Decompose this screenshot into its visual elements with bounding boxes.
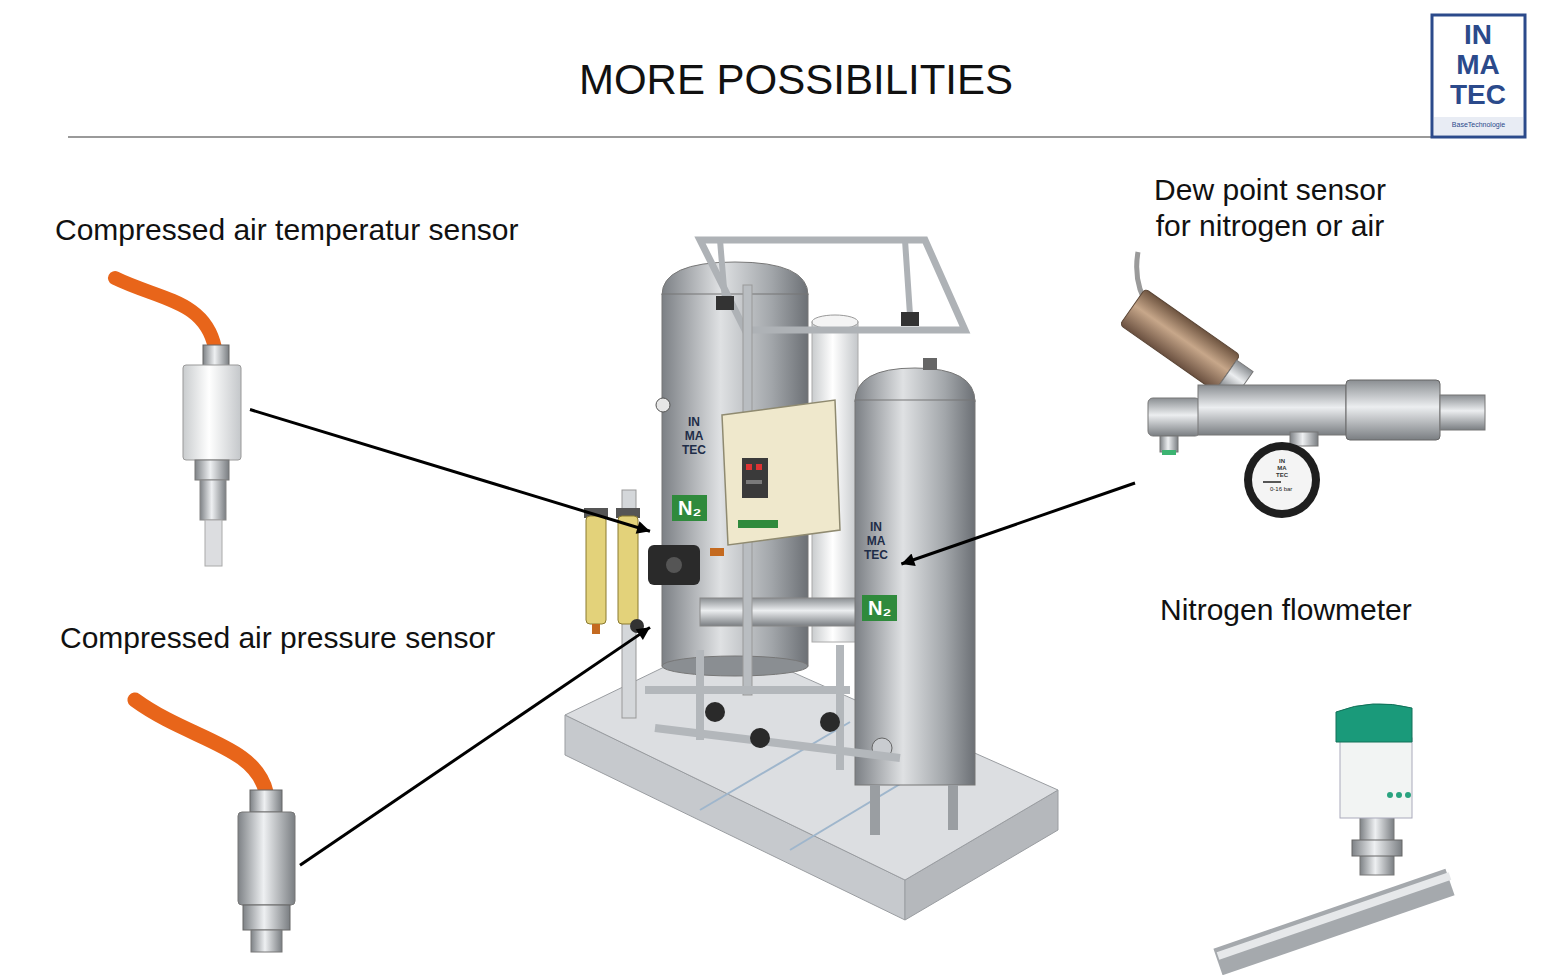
nitrogen-generator	[565, 240, 1058, 920]
gauge-ring	[1244, 442, 1320, 518]
valve	[750, 728, 770, 748]
logo-band	[1434, 117, 1523, 135]
tank-logo: IN MA TEC	[862, 520, 890, 562]
logo-tagline: BaseTechnologie	[1434, 121, 1523, 129]
sensor-body	[238, 812, 295, 905]
control-display	[742, 458, 768, 498]
logo-frame	[1432, 15, 1525, 137]
thread	[1440, 395, 1485, 430]
cable-nut	[203, 345, 229, 367]
base-top	[565, 640, 1058, 880]
gas-tag: N₂	[862, 595, 897, 621]
valve-knob	[666, 557, 682, 573]
status-led	[1405, 792, 1411, 798]
vent-ring	[1162, 450, 1176, 455]
brass-housing	[1120, 289, 1240, 392]
arrow-connector	[300, 627, 650, 865]
tank-leg	[948, 785, 958, 830]
sensor-cable	[115, 278, 215, 348]
tank-logo: IN MA TEC	[680, 415, 708, 457]
sensor-caption: Compressed air pressure sensor	[60, 620, 495, 656]
air-filter	[618, 516, 638, 624]
top-piping	[700, 240, 965, 330]
gauge-logo: IN MA TEC	[1275, 458, 1289, 479]
air-filter	[586, 516, 606, 624]
control-strip	[738, 520, 778, 528]
gauge-range: 0-16 bar	[1270, 486, 1292, 493]
gauge-face	[1252, 450, 1312, 510]
hex-nut	[1352, 840, 1402, 856]
hex-nut	[195, 460, 229, 480]
cable-nut	[250, 790, 282, 812]
vent-valve	[1148, 398, 1200, 436]
hex-coupling	[1346, 380, 1440, 440]
valve-handle	[710, 548, 724, 556]
slide-title: MORE POSSIBILITIES	[24, 55, 1568, 105]
inlet-valve	[648, 545, 700, 585]
gauge-needle	[1263, 481, 1281, 483]
valve-block	[716, 296, 734, 310]
control-box	[722, 400, 840, 545]
dew-point-sensor	[1120, 252, 1485, 518]
hex-nut	[243, 905, 290, 930]
arrow-connector	[250, 410, 650, 532]
indicator-lamp	[756, 464, 762, 470]
thread	[251, 930, 282, 952]
measuring-tee	[1198, 385, 1346, 435]
filter-drain	[630, 619, 644, 633]
valve	[705, 702, 725, 722]
status-led	[1396, 792, 1402, 798]
thread	[200, 480, 226, 520]
indicator-lamp	[746, 464, 752, 470]
sensor-caption: Compressed air temperatur sensor	[55, 212, 519, 248]
sensor-body	[183, 365, 241, 460]
valve	[820, 712, 840, 732]
sensor-figure: Compressed air pressure sensor	[125, 690, 300, 955]
arrow-connector	[901, 483, 1135, 564]
gauge-stem	[1290, 432, 1318, 446]
temperature-sensor	[115, 278, 241, 566]
vent-nozzle	[1160, 436, 1178, 452]
sensor-figure: Dew point sensor for nitrogen or airIN M…	[1135, 250, 1490, 515]
meter-head	[1336, 704, 1412, 742]
sensor-figure: Compressed air temperatur sensor	[105, 270, 250, 570]
sensor-cable	[135, 700, 266, 792]
generator-figure: IN MA TEC N₂ IN MA TEC N₂	[650, 400, 901, 650]
valve-block	[901, 312, 919, 326]
tank-bottom	[662, 656, 808, 676]
tank-leg	[870, 785, 880, 835]
pipe	[1218, 882, 1450, 962]
sensor-caption: Nitrogen flowmeter	[1160, 592, 1412, 628]
tank-dome	[855, 368, 975, 402]
gas-tag: N₂	[672, 495, 707, 521]
sensor-caption: Dew point sensor for nitrogen or air	[1145, 172, 1395, 244]
adsorber-tank	[855, 400, 975, 785]
tank-gauge	[656, 398, 670, 412]
sensor-figure: Nitrogen flowmeter	[1215, 700, 1450, 970]
status-led	[1387, 792, 1393, 798]
pressure-sensor	[135, 700, 295, 952]
filter-drain	[592, 624, 600, 634]
meter-housing	[1340, 738, 1412, 818]
logo-text: IN MA TEC	[1446, 20, 1510, 110]
tank-nozzle	[923, 358, 937, 370]
pipe-highlight	[1218, 876, 1450, 956]
probe	[205, 520, 222, 566]
display-segment	[746, 480, 762, 484]
connecting-pipe	[700, 598, 865, 626]
flowmeter	[1218, 704, 1450, 962]
lower-piping	[645, 645, 900, 770]
title-rule	[68, 136, 1525, 138]
tank-dome	[662, 262, 808, 295]
